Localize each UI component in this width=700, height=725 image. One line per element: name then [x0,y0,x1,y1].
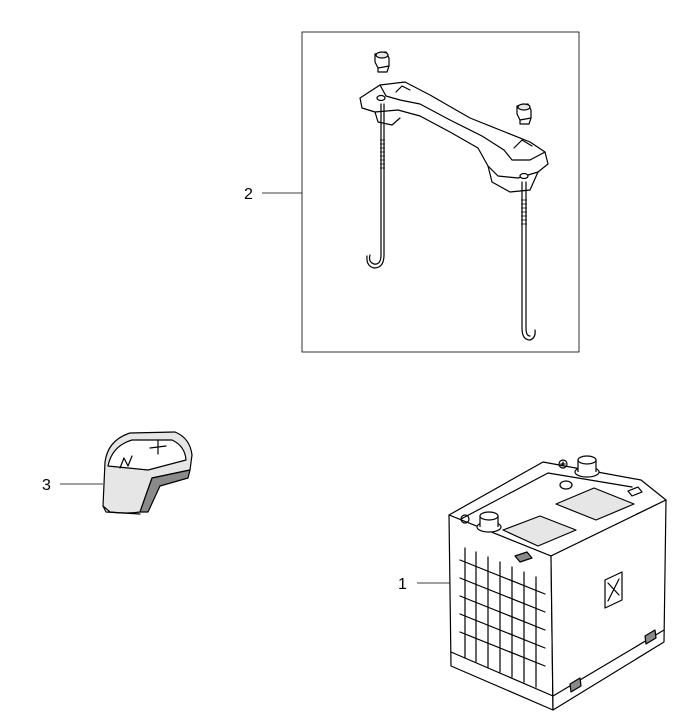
terminal-cover-group: 3 [42,431,193,515]
callout-number-3: 3 [42,477,51,494]
battery-icon [448,455,667,711]
terminal-cover-icon [102,431,193,515]
callout-number-2: 2 [244,186,253,203]
battery-group: 1 [398,455,667,711]
hold-down-bracket-group: 2 [244,31,580,353]
bracket-inset-frame [301,31,580,353]
battery-hold-down-bracket-icon [359,51,549,341]
callout-number-1: 1 [398,576,407,593]
